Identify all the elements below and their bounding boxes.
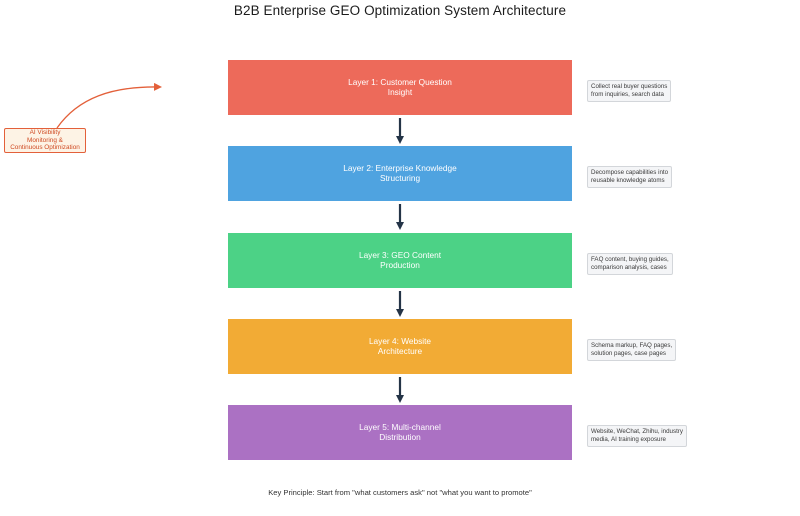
layer-2-note: Decompose capabilities into reusable kno… (587, 166, 673, 188)
layer-1-label: Layer 1: Customer Question Insight (348, 76, 452, 97)
diagram-title: B2B Enterprise GEO Optimization System A… (233, 3, 567, 18)
layer-1-box: Layer 1: Customer Question Insight (228, 60, 572, 115)
layer-5-box: Layer 5: Multi-channel Distribution (228, 405, 572, 460)
monitoring-feedback-box: AI Visibility Monitoring & Continuous Op… (4, 128, 86, 153)
layer-1-note: Collect real buyer questions from inquir… (587, 80, 672, 102)
key-principle: Key Principle: Start from "what customer… (268, 488, 532, 497)
layer-4-box: Layer 4: Website Architecture (228, 319, 572, 374)
layer-4-note: Schema markup, FAQ pages, solution pages… (587, 339, 677, 361)
layer-5-label: Layer 5: Multi-channel Distribution (359, 421, 441, 442)
layer-2-label: Layer 2: Enterprise Knowledge Structurin… (343, 162, 457, 183)
layer-5-note: Website, WeChat, Zhihu, industry media, … (587, 425, 687, 447)
layer-3-note: FAQ content, buying guides, comparison a… (587, 253, 673, 275)
layer-4-label: Layer 4: Website Architecture (368, 335, 432, 356)
layer-2-box: Layer 2: Enterprise Knowledge Structurin… (228, 146, 572, 201)
layer-3-box: Layer 3: GEO Content Production (228, 233, 572, 288)
layer-3-label: Layer 3: GEO Content Production (358, 249, 442, 270)
feedback-arrow (56, 82, 162, 129)
